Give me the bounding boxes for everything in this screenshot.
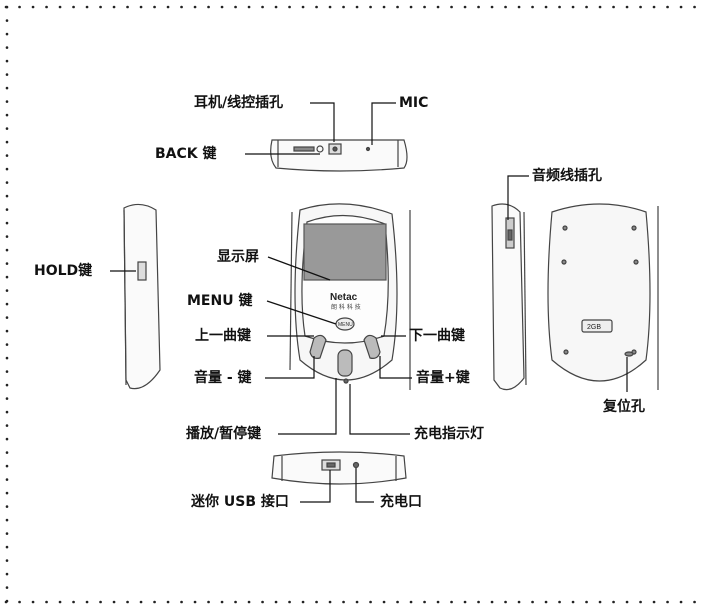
- brand-logo: Netac: [330, 292, 358, 303]
- label-audio-jack: 音频线插孔: [532, 168, 602, 184]
- label-next-key: 下一曲键: [409, 328, 465, 344]
- right-side-view: [491, 203, 527, 391]
- label-charge-led: 充电指示灯: [414, 426, 484, 442]
- reset-hole[interactable]: [624, 351, 634, 357]
- label-earphone-jack: 耳机/线控插孔: [194, 95, 284, 111]
- menu-button-text: MENU: [338, 322, 353, 328]
- capacity-label: 2GB: [587, 324, 601, 331]
- label-play-pause: 播放/暂停键: [186, 426, 262, 442]
- label-back-key: BACK 键: [155, 146, 217, 162]
- label-vol-up: 音量+键: [416, 370, 470, 386]
- label-reset-hole: 复位孔: [603, 399, 645, 415]
- label-vol-down: 音量 - 键: [194, 370, 252, 386]
- label-screen: 显示屏: [217, 249, 259, 265]
- bottom-view: [271, 451, 407, 485]
- label-menu-key: MENU 键: [187, 293, 253, 309]
- leader-lines: [110, 102, 628, 503]
- dotted-border: [4, 5, 705, 604]
- front-view: Netac 朗 科 科 技 MENU: [289, 203, 411, 390]
- brand-sub: 朗 科 科 技: [331, 303, 361, 311]
- label-charge-port: 充电口: [380, 494, 422, 510]
- label-prev-key: 上一曲键: [195, 328, 251, 344]
- next-button[interactable]: [363, 334, 381, 359]
- prev-button[interactable]: [309, 334, 327, 359]
- label-mini-usb: 迷你 USB 接口: [191, 494, 289, 510]
- label-hold-key: HOLD键: [34, 263, 93, 279]
- label-mic: MIC: [399, 95, 429, 111]
- charge-led: [343, 378, 349, 384]
- back-view: 2GB: [547, 203, 659, 390]
- top-view: [270, 139, 408, 172]
- left-side-view: [123, 203, 161, 390]
- play-pause-button[interactable]: [337, 349, 353, 377]
